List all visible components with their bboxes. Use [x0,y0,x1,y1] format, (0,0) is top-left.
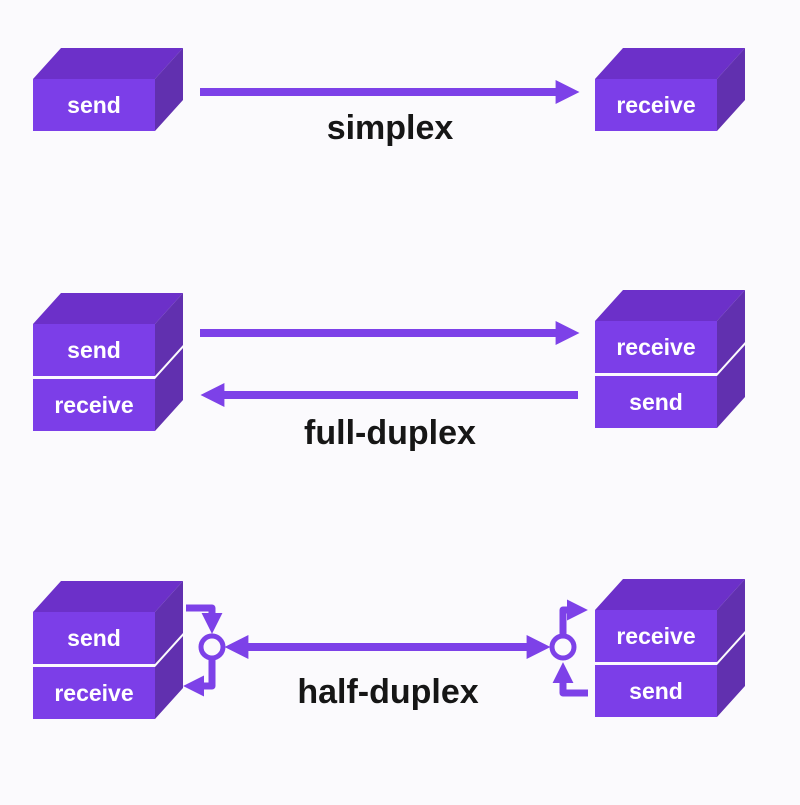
simplex-receive-box: receive [595,48,745,131]
send-label: send [67,625,121,651]
box-side-face [717,579,745,662]
half-duplex-right-junction [549,633,577,661]
box-front-face [595,665,717,717]
half-duplex-left-receive-elbow-arrow [183,660,216,697]
box-top-face [595,48,745,79]
half-duplex-left-stack: send receive [33,581,183,719]
box-front-face [33,612,155,664]
half-duplex-right-receive-elbow-arrow [559,599,588,634]
full-duplex-section: send receive receive send full-duplex [33,290,745,452]
receive-label: receive [616,92,695,118]
box-side-face [155,293,183,376]
receive-label: receive [54,392,133,418]
box-side-face [717,48,745,131]
box-side-face [155,348,183,431]
box-front-face [33,379,155,431]
box-top-face [33,48,183,79]
half-duplex-section: send receive receive send half-duplex [33,579,745,719]
box-top-face [33,293,183,324]
send-label: send [629,389,683,415]
box-front-face [33,324,155,376]
box-top-face [595,290,745,321]
half-duplex-title: half-duplex [297,673,478,711]
simplex-send-box: send [33,48,183,131]
half-duplex-left-junction [198,633,226,661]
receive-label: receive [54,680,133,706]
send-label: send [67,337,121,363]
box-front-face [595,321,717,373]
full-duplex-title: full-duplex [304,414,476,452]
box-front-face [595,79,717,131]
full-duplex-left-stack: send receive [33,293,183,431]
box-side-face [155,48,183,131]
box-side-face [717,345,745,428]
send-label: send [67,92,121,118]
send-label: send [629,678,683,704]
box-front-face [33,79,155,131]
box-front-face [595,610,717,662]
receive-label: receive [616,334,695,360]
box-side-face [155,636,183,719]
box-top-face [595,579,745,610]
half-duplex-left-send-elbow-arrow [186,604,223,634]
simplex-title: simplex [327,109,454,147]
box-side-face [155,581,183,664]
simplex-section: send receive simplex [33,48,745,147]
receive-label: receive [616,623,695,649]
box-front-face [33,667,155,719]
box-side-face [717,634,745,717]
box-top-face [33,581,183,612]
box-side-face [717,290,745,373]
full-duplex-right-stack: receive send [595,290,745,428]
half-duplex-right-stack: receive send [595,579,745,717]
box-front-face [595,376,717,428]
half-duplex-right-send-elbow-arrow [552,662,588,697]
